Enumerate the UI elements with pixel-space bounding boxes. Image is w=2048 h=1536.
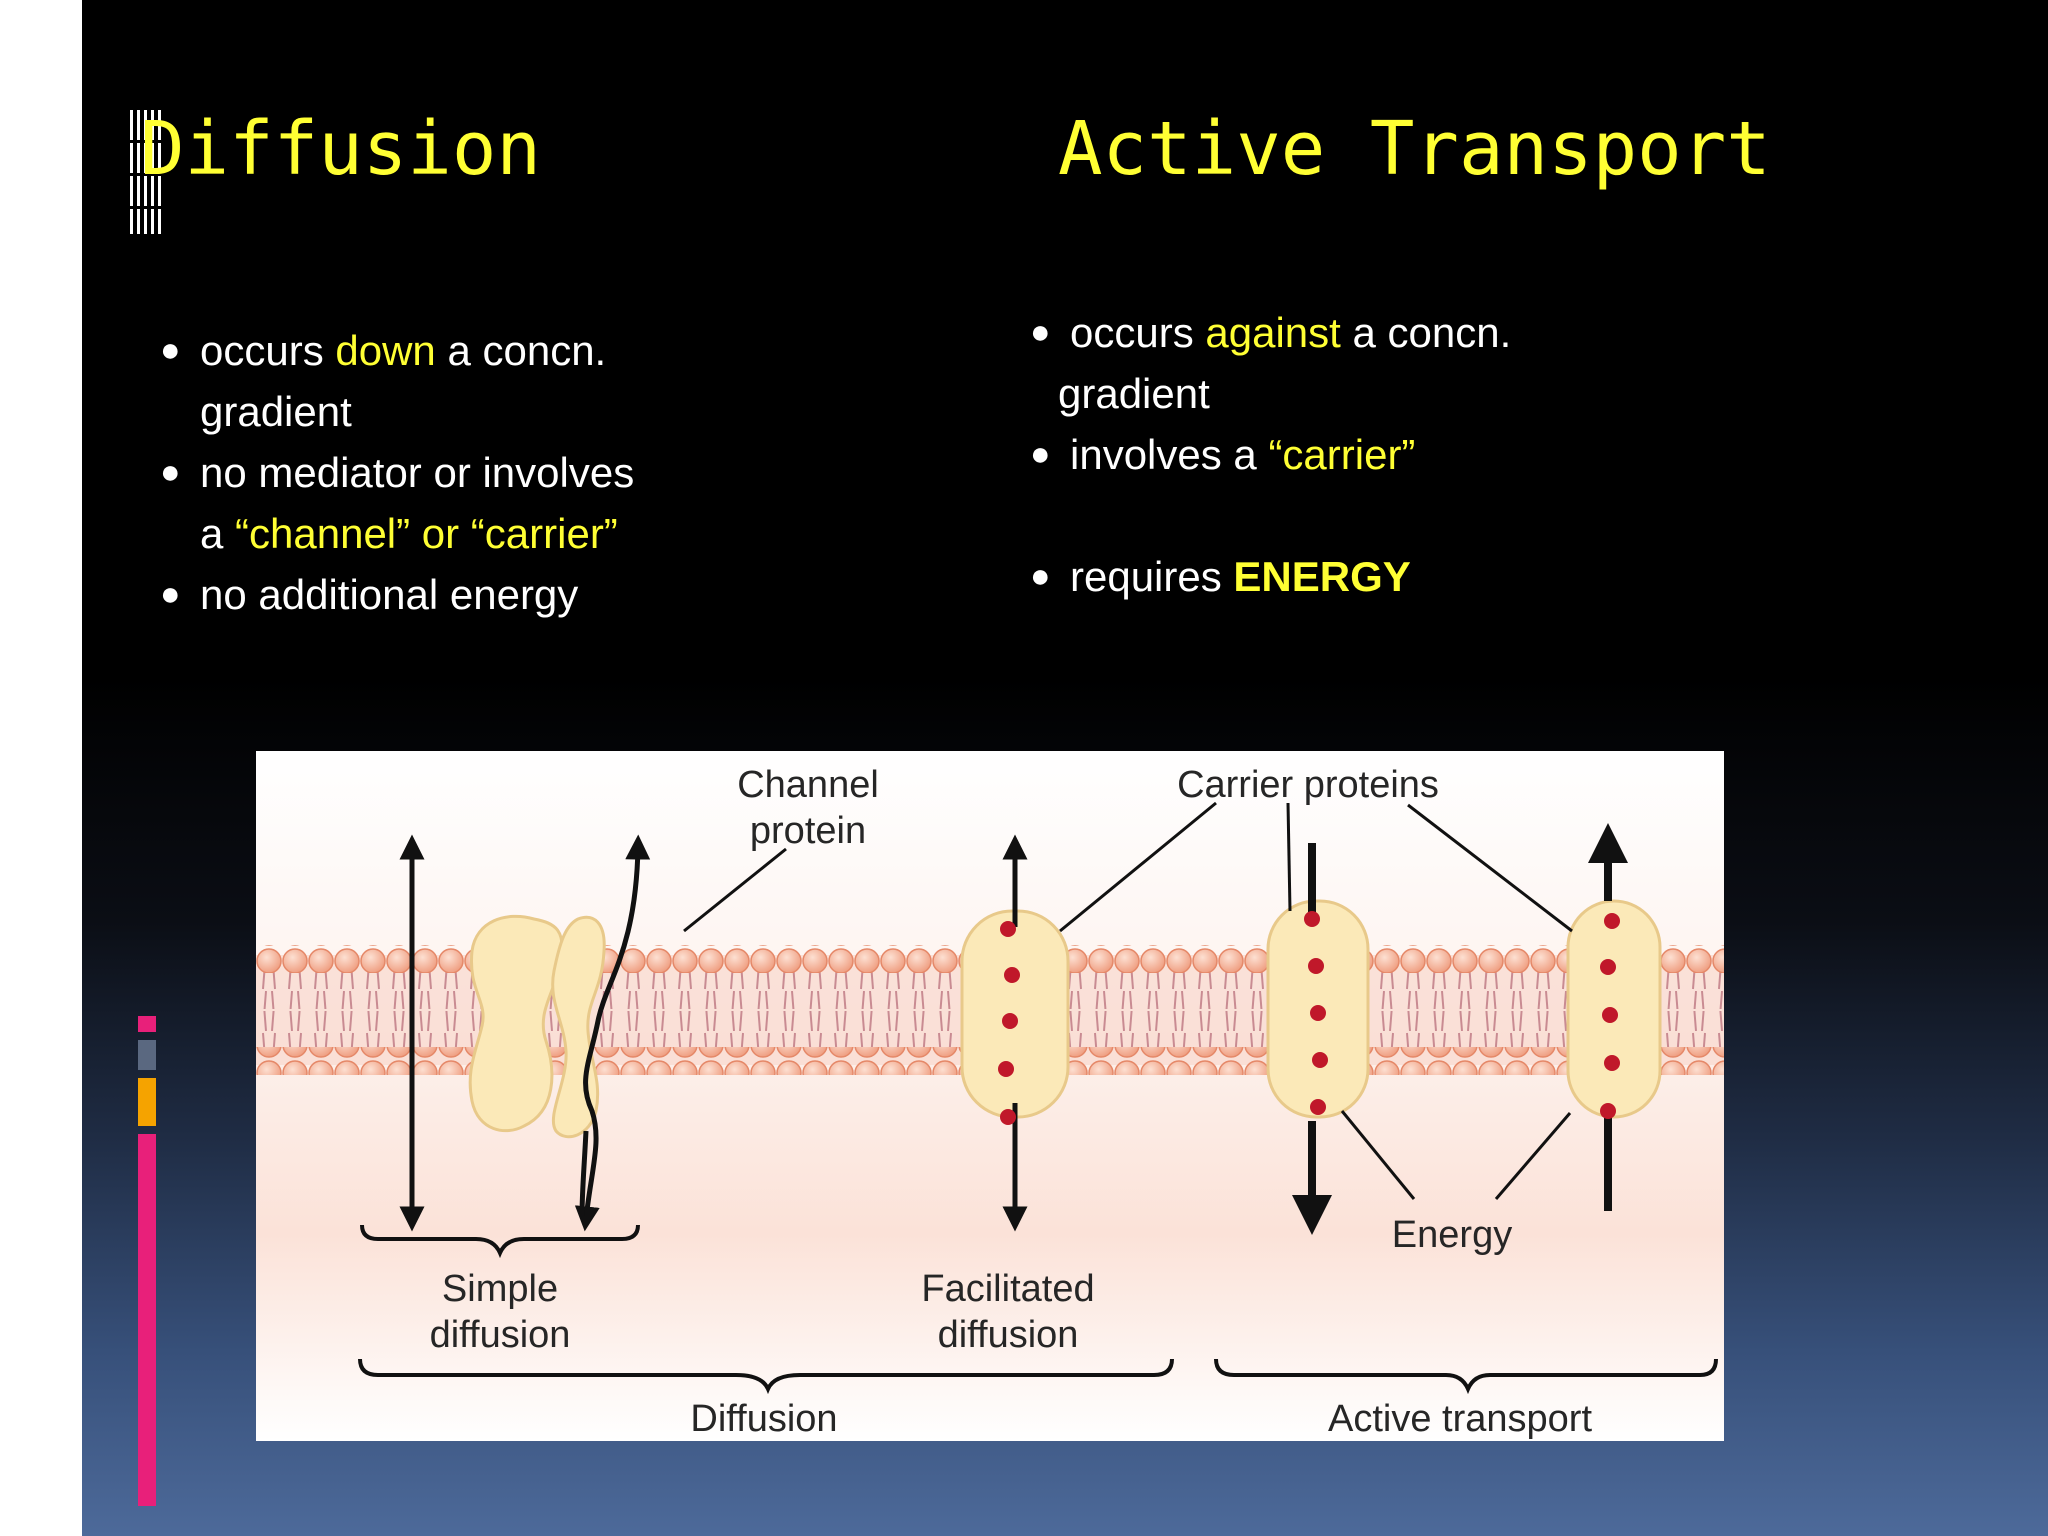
bullet-item: ● no mediator or involves a “channel” or… [160,442,720,564]
solute-dot [1000,1109,1016,1125]
membrane-transport-diagram: Channel protein Carrier proteins Energy … [256,751,1724,1441]
active-carrier-2-solute-dots [1600,913,1620,1119]
diffusion-heading: Diffusion [140,106,541,192]
bullet-item: ● no additional energy [160,564,720,625]
solute-dot [1602,1007,1618,1023]
channel-protein-leader [683,847,787,933]
carrier-leader-1 [1059,801,1217,933]
channel-passage-arrow [574,834,651,1232]
solute-dot [998,1061,1014,1077]
carrier-leader-3 [1407,803,1573,933]
solute-dot [1604,1055,1620,1071]
facilitated-solute-dots [998,921,1020,1125]
channel-passage-arrow-tail [579,1130,589,1218]
energy-emphasis: ENERGY [1233,553,1411,600]
bullet-spacer [1030,485,1590,546]
bullet-dot-icon: ● [160,453,181,491]
bullet-continuation: gradient [1058,370,1210,417]
solute-dot [1310,1005,1326,1021]
solute-dot [1000,921,1016,937]
solute-dot [1004,967,1020,983]
solute-dot [1304,911,1320,927]
channel-protein-label-line2: protein [750,810,866,852]
highlight-word: against [1205,309,1341,356]
active-carrier-1-solute-dots [1304,911,1328,1115]
active-transport-heading: Active Transport [1058,106,1771,192]
bullet-dot-icon: ● [1030,557,1051,595]
bullet-item: ● requires ENERGY [1030,546,1590,607]
active-transport-label: Active transport [1328,1398,1592,1440]
bullet-continuation: gradient [200,388,352,435]
decorative-grid-icon [130,110,164,234]
simple-diffusion-brace [360,1224,640,1259]
highlight-phrase: “channel” or “carrier” [235,510,618,557]
decorative-bar-pink [138,1016,156,1032]
bullet-continuation: a “channel” or “carrier” [200,510,618,557]
bullet-dot-icon: ● [1030,435,1051,473]
solute-dot [1600,1103,1616,1119]
decorative-bar-orange [138,1078,156,1126]
energy-leader-2 [1494,1112,1572,1200]
active-transport-brace [1214,1358,1718,1395]
decorative-bar-pink-long [138,1134,156,1506]
bullet-item: ● involves a “carrier” [1030,424,1590,485]
channel-protein-label: Channel [737,764,879,806]
simple-diffusion-label-line2: diffusion [430,1314,571,1356]
carrier-proteins-label: Carrier proteins [1177,764,1439,806]
decorative-bar-gray [138,1040,156,1070]
bullet-item: ● occurs down a concn. gradient [160,320,720,442]
solute-dot [1312,1052,1328,1068]
brace-lines [358,1224,1718,1395]
highlight-phrase: “carrier” [1268,431,1416,478]
solute-dot [1604,913,1620,929]
diffusion-label: Diffusion [690,1398,837,1440]
bullet-dot-icon: ● [160,331,181,369]
carrier-leader-2 [1286,802,1292,912]
diffusion-brace [358,1358,1174,1395]
energy-label: Energy [1392,1214,1512,1256]
diffusion-bullet-list: ● occurs down a concn. gradient ● no med… [160,320,720,625]
facilitated-diffusion-label-line2: diffusion [938,1314,1079,1356]
solute-dot [1002,1013,1018,1029]
facilitated-diffusion-label: Facilitated [921,1268,1094,1310]
highlight-word: down [335,327,436,374]
solute-dot [1308,958,1324,974]
solute-dot [1600,959,1616,975]
bullet-dot-icon: ● [1030,313,1051,351]
bullet-item: ● occurs against a concn. gradient [1030,302,1590,424]
energy-leader-1 [1340,1110,1416,1200]
bullet-dot-icon: ● [160,575,181,613]
active-transport-bullet-list: ● occurs against a concn. gradient ● inv… [1030,302,1590,607]
label-leader-lines [683,801,1573,1200]
simple-diffusion-label: Simple [442,1268,558,1310]
solute-dot [1310,1099,1326,1115]
